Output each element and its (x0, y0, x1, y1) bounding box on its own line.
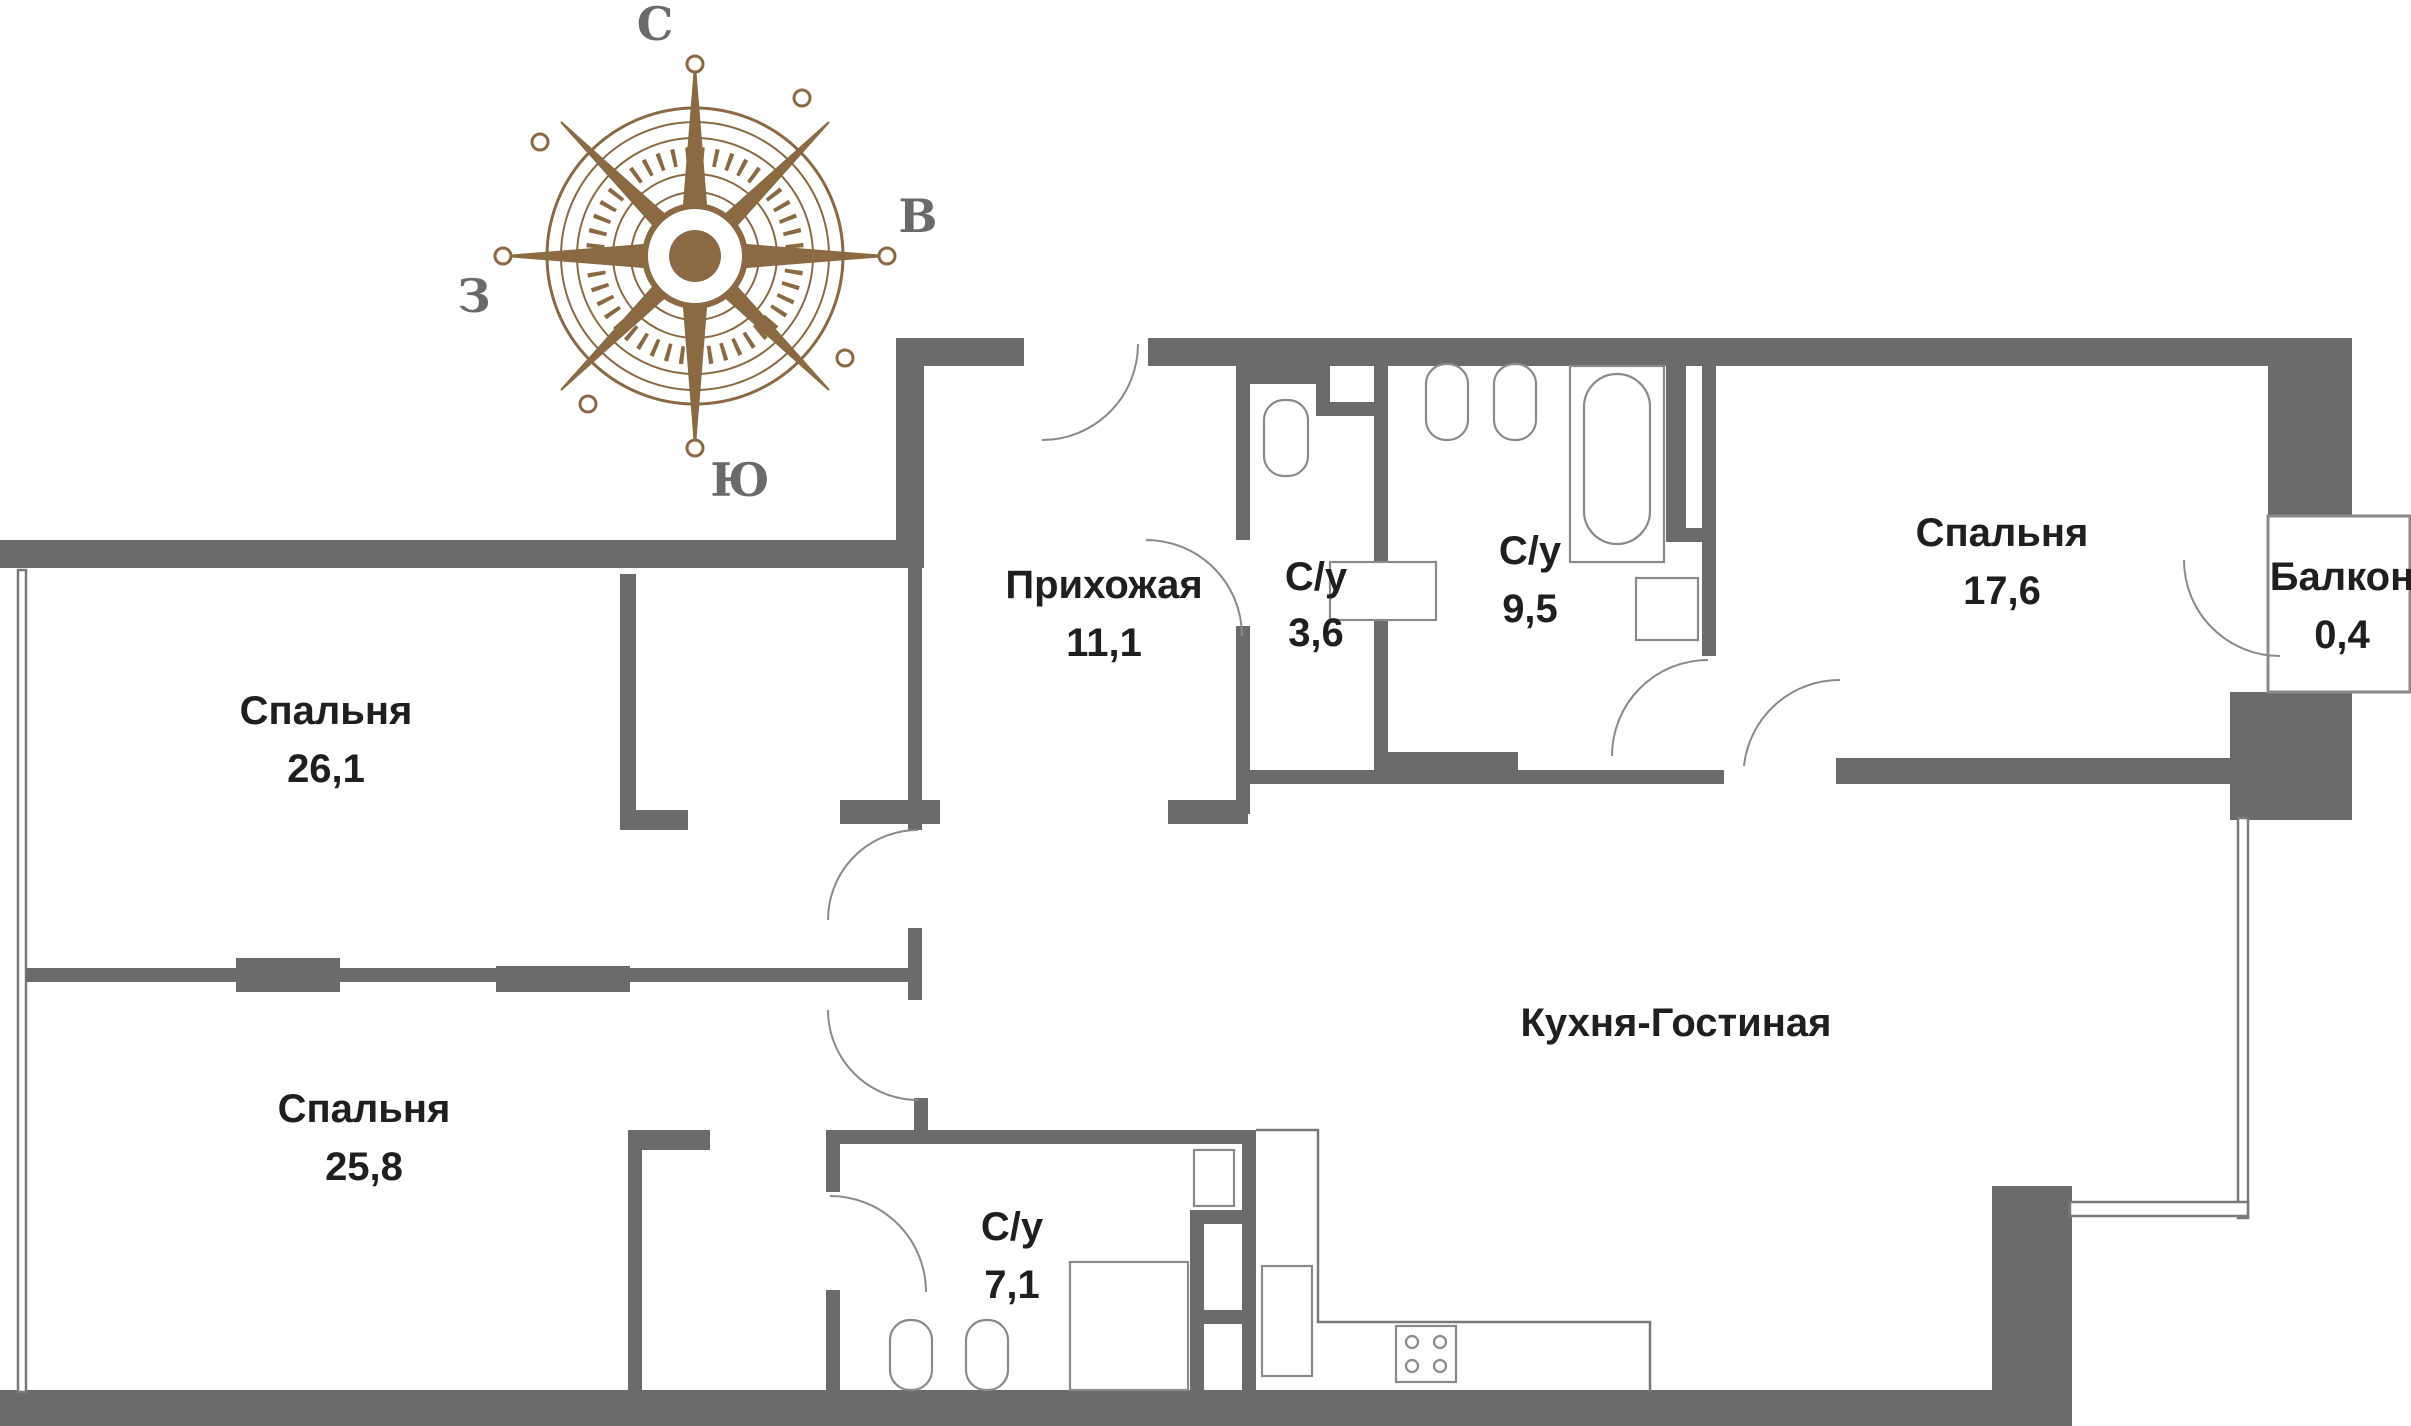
toilet-icon (964, 1318, 1010, 1392)
balcony-outline (2266, 514, 2411, 694)
sink-icon (1192, 1148, 1236, 1208)
room-bedroom-top-left: Спальня 26,1 (240, 689, 413, 791)
room-kitchen-living: Кухня-Гостиная (1521, 1001, 1832, 1045)
room-balcony: Балкон 0,4 (2270, 555, 2411, 657)
room-bedroom-bottom-left: Спальня 25,8 (278, 1087, 451, 1189)
room-name: Спальня (1916, 511, 2089, 555)
room-hallway: Прихожая 11,1 (1005, 563, 1202, 665)
stove-icon (1394, 1324, 1458, 1384)
room-name: С/у (981, 1205, 1044, 1249)
room-area: 25,8 (325, 1145, 403, 1189)
compass-north-label: С (637, 0, 674, 51)
sink-icon (1328, 560, 1438, 622)
room-area: 0,4 (2314, 613, 2370, 657)
toilet-icon (1424, 362, 1470, 442)
kitchen-counter (1256, 1128, 1652, 1392)
room-name: Спальня (240, 689, 413, 733)
compass-west-label: З (457, 269, 490, 323)
room-area: 11,1 (1066, 621, 1142, 665)
walls (0, 338, 2352, 1426)
room-bedroom-right: Спальня 17,6 (1916, 511, 2089, 613)
toilet-icon (888, 1318, 934, 1392)
compass-east-label: В (899, 189, 938, 243)
room-name: С/у (1499, 529, 1562, 573)
room-name: С/у (1285, 555, 1348, 599)
room-wc-main: С/у 9,5 (1499, 529, 1562, 631)
room-wc-small: С/у 3,6 (1285, 555, 1348, 655)
shower-icon (1634, 576, 1700, 642)
room-area: 26,1 (287, 747, 365, 791)
doors (827, 343, 2281, 1293)
bathroom-fixtures (888, 362, 1700, 1392)
toilet-icon (1262, 398, 1310, 478)
room-area: 9,5 (1502, 587, 1558, 631)
sink-icon (1260, 1264, 1314, 1378)
room-area: 17,6 (1963, 569, 2041, 613)
shower-icon (1068, 1260, 1190, 1392)
room-wc-bottom: С/у 7,1 (981, 1205, 1044, 1307)
compass-south-label: Ю (710, 453, 769, 507)
room-name: Балкон (2270, 555, 2411, 599)
toilet-icon (1492, 362, 1538, 442)
room-area: 3,6 (1288, 611, 1344, 655)
room-name: Спальня (278, 1087, 451, 1131)
room-name: Прихожая (1005, 563, 1202, 607)
room-name: Кухня-Гостиная (1521, 1001, 1832, 1045)
compass-rose (493, 54, 897, 458)
room-area: 7,1 (984, 1263, 1040, 1307)
